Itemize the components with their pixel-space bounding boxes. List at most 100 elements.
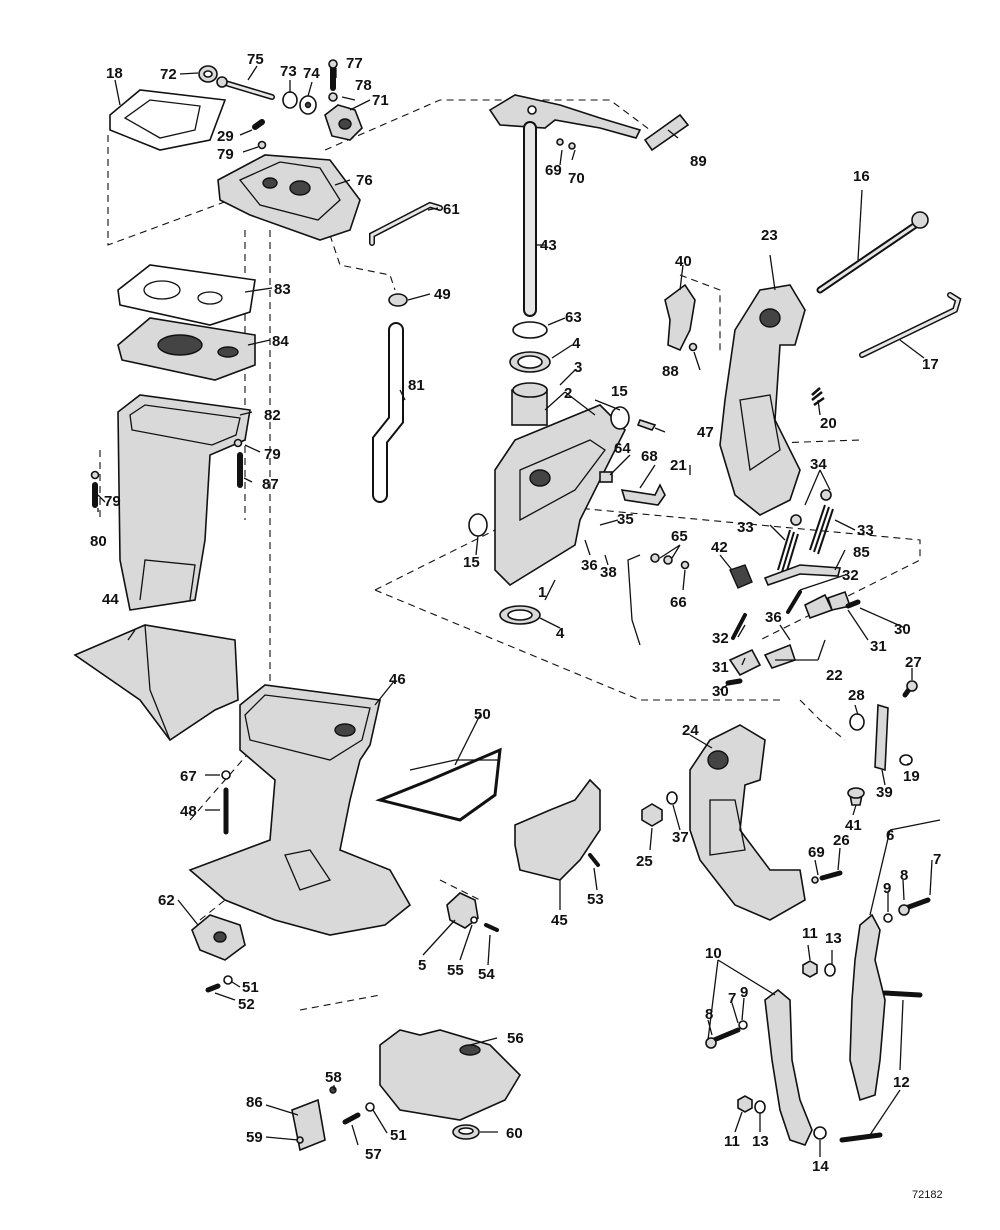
stern-bracket-23: [719, 284, 806, 516]
callout-67: 67: [180, 768, 197, 785]
screws-8-7-9: [705, 897, 931, 1049]
bolt-75: [216, 76, 275, 100]
callout-13b: 13: [752, 1133, 769, 1150]
callout-70: 70: [568, 170, 585, 187]
callout-77: 77: [346, 55, 363, 72]
callout-86: 86: [246, 1094, 263, 1111]
callout-66: 66: [670, 594, 687, 611]
bracket-10: [764, 988, 813, 1146]
callout-60: 60: [506, 1125, 523, 1142]
callout-13a: 13: [825, 930, 842, 947]
lower-housing-56: [379, 1029, 522, 1121]
bushing-4-lower: [499, 605, 541, 625]
callout-15a: 15: [611, 383, 628, 400]
bolts-51-52-53: [205, 853, 600, 993]
callout-43: 43: [540, 237, 557, 254]
callout-47: 47: [697, 424, 714, 441]
callout-12a: 12: [893, 1074, 910, 1091]
spring-20: [811, 387, 825, 407]
callout-11b: 11: [724, 1133, 740, 1150]
callout-73: 73: [280, 63, 297, 80]
callout-19: 19: [903, 768, 920, 785]
callout-32a: 32: [842, 567, 859, 584]
callout-65: 65: [671, 528, 688, 545]
callout-22: 22: [826, 667, 843, 684]
shroud-44: [73, 624, 239, 742]
callout-34: 34: [810, 456, 827, 473]
callout-68: 68: [641, 448, 658, 465]
callout-24: 24: [682, 722, 699, 739]
mount-5: [446, 892, 499, 932]
callout-74: 74: [303, 65, 320, 82]
callout-8b: 8: [705, 1006, 713, 1023]
parts-27-28-39-41-19: [847, 680, 918, 806]
callout-72: 72: [160, 66, 177, 83]
figure-id: 72182: [912, 1189, 943, 1201]
seal-60: [452, 1124, 480, 1140]
callout-35: 35: [617, 511, 634, 528]
callout-64: 64: [614, 440, 631, 457]
callout-27: 27: [905, 654, 922, 671]
callout-80: 80: [90, 533, 107, 550]
seal-50: [375, 747, 502, 822]
callout-84: 84: [272, 333, 289, 350]
washers-73-74: [282, 91, 317, 115]
callout-79b: 79: [264, 446, 281, 463]
callout-56: 56: [507, 1030, 524, 1047]
callout-labels: 18 72 75 73 74 77 78 71 29 79 76 61 83 8…: [90, 51, 943, 1201]
stern-bracket-24: [689, 724, 806, 921]
callout-33a: 33: [737, 519, 754, 536]
callout-18: 18: [106, 65, 123, 82]
callout-41: 41: [845, 817, 862, 834]
callout-28: 28: [848, 687, 865, 704]
callout-20: 20: [820, 415, 837, 432]
callout-21: 21: [670, 457, 687, 474]
mount-62: [191, 914, 246, 961]
swivel-bracket-1: [494, 404, 626, 587]
callout-88: 88: [662, 363, 679, 380]
steering-arm-43: [488, 94, 642, 317]
callout-69b: 69: [808, 844, 825, 861]
callout-7a: 7: [933, 851, 941, 868]
gasket-83: [117, 264, 256, 326]
callout-5: 5: [418, 957, 426, 974]
callout-37: 37: [672, 829, 689, 846]
callout-45: 45: [551, 912, 568, 929]
callout-39: 39: [876, 784, 893, 801]
exhaust-housing-82: [117, 394, 251, 611]
callout-51b: 51: [390, 1127, 407, 1144]
bolt-77: [328, 59, 338, 102]
callout-33b: 33: [857, 522, 874, 539]
callout-53: 53: [587, 891, 604, 908]
callout-85: 85: [853, 544, 870, 561]
callout-15b: 15: [463, 554, 480, 571]
small-parts-64-68-21-47: [599, 419, 666, 506]
callout-7b: 7: [728, 990, 736, 1007]
bolts-79-80-87: [90, 438, 243, 508]
callout-59: 59: [246, 1129, 263, 1146]
callout-9b: 9: [740, 984, 748, 1001]
cover-45: [514, 778, 601, 881]
clip-42: [729, 564, 753, 589]
callout-10: 10: [705, 945, 722, 962]
callout-81: 81: [408, 377, 425, 394]
callout-79c: 79: [104, 493, 121, 510]
callout-42: 42: [711, 539, 728, 556]
bolts-30: [725, 599, 861, 686]
callout-50: 50: [474, 706, 491, 723]
callout-36a: 36: [581, 557, 598, 574]
cable-65-66: [627, 553, 690, 646]
callout-52: 52: [238, 996, 255, 1013]
nut-25-washer-37: [641, 791, 678, 827]
callout-82: 82: [264, 407, 281, 424]
callout-71: 71: [372, 92, 389, 109]
callout-44: 44: [102, 591, 119, 608]
rod-17: [859, 292, 962, 358]
callout-54: 54: [478, 966, 495, 983]
washer-67-bolt-48: [221, 770, 231, 835]
callout-9a: 9: [883, 880, 891, 897]
callout-36b: 36: [765, 609, 782, 626]
washers-15: [468, 406, 630, 537]
callout-48: 48: [180, 803, 197, 820]
